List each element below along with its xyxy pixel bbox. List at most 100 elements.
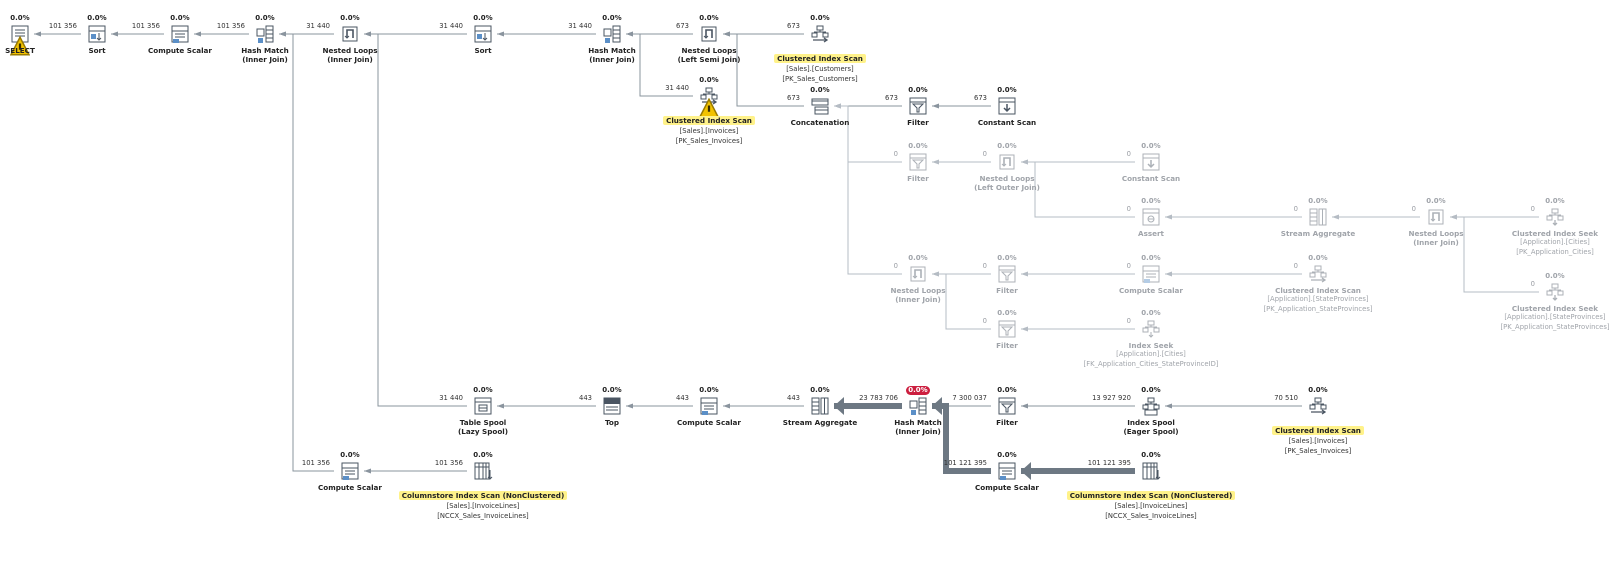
- operator-name: Stream Aggregate: [1280, 229, 1356, 238]
- operator-cost: 0.0%: [1141, 254, 1161, 262]
- filter-icon: [997, 264, 1017, 284]
- operator-label: SELECT: [0, 46, 130, 55]
- operator-name: Sort: [88, 46, 106, 55]
- edge-row-count: 70 510: [1274, 394, 1298, 402]
- operator-cost: 0.0%: [908, 142, 928, 150]
- operator-name: Clustered Index Scan: [1272, 426, 1364, 435]
- operator-name: Sort: [474, 46, 492, 55]
- edge-row-count: 0: [1126, 317, 1131, 325]
- edge-row-count: 101 356: [131, 22, 160, 30]
- assert-icon: [1141, 207, 1161, 227]
- edge-row-count: 101 356: [301, 459, 330, 467]
- operator-label: Stream Aggregate: [710, 418, 930, 427]
- operator-cost: 0.0%: [1426, 197, 1446, 205]
- edge-row-count: 0: [1126, 262, 1131, 270]
- plan-edge[interactable]: [834, 103, 902, 275]
- edge-row-count: 7 300 037: [952, 394, 987, 402]
- operator-label: Assert: [1041, 229, 1261, 238]
- operator-cost: 0.0%: [340, 451, 360, 459]
- sort-icon: [87, 24, 107, 44]
- compute-scalar-icon: [699, 396, 719, 416]
- operator-label: Filter: [897, 341, 1117, 350]
- operator-label: Filter: [897, 286, 1117, 295]
- operator-label: Clustered Index Scan[Sales].[Customers][…: [710, 46, 930, 84]
- operator-cost: 0.0%: [1141, 386, 1161, 394]
- operator-label: Nested Loops(Inner Join): [240, 46, 460, 64]
- operator-cost: 0.0%: [1545, 197, 1565, 205]
- operator-label: Columnstore Index Scan (NonClustered)[Sa…: [373, 483, 593, 521]
- operator-index-name: [PK_Application_StateProvinces]: [1500, 322, 1610, 331]
- operator-name: Filter: [996, 418, 1018, 427]
- operator-object-name: [Sales].[Invoices]: [1288, 437, 1348, 445]
- warning-icon: [699, 98, 719, 118]
- edge-row-count: 673: [787, 22, 800, 30]
- operator-index-name: [PK_Application_Cities]: [1516, 247, 1594, 256]
- edge-row-count: 0: [982, 262, 987, 270]
- operator-name: Filter: [996, 341, 1018, 350]
- operator-cost: 0.0%: [87, 14, 107, 22]
- operator-label: Filter: [808, 174, 1028, 183]
- operator-cost: 0.0%: [170, 14, 190, 22]
- compute-scalar-icon: [997, 461, 1017, 481]
- operator-cost: 0.0%: [810, 86, 830, 94]
- operator-label: Hash Match(Inner Join): [502, 46, 722, 64]
- filter-icon: [908, 96, 928, 116]
- operator-name: Nested Loops: [681, 46, 737, 55]
- operator-cost: 0.0%: [997, 309, 1017, 317]
- operator-label: Concatenation: [710, 118, 930, 127]
- operator-name: Hash Match: [241, 46, 289, 55]
- operator-subtype: (Inner Join): [895, 427, 941, 436]
- edge-row-count: 0: [893, 262, 898, 270]
- compute-scalar-icon: [340, 461, 360, 481]
- operator-cost: 0.0%: [997, 254, 1017, 262]
- warning-icon: [10, 36, 30, 56]
- operator-name: Compute Scalar: [1119, 286, 1183, 295]
- plan-edge[interactable]: [834, 103, 902, 163]
- operator-object-name: [Sales].[InvoiceLines]: [1114, 502, 1188, 510]
- operator-cost: 0.0%: [997, 142, 1017, 150]
- plan-edge[interactable]: [723, 31, 804, 107]
- operator-cost: 0.0%: [908, 254, 928, 262]
- edge-row-count: 0: [982, 317, 987, 325]
- operator-name: Nested Loops: [322, 46, 378, 55]
- edge-row-count: 31 440: [665, 84, 689, 92]
- clustered-index-scan-icon: [1308, 264, 1328, 284]
- plan-edge[interactable]: [1450, 214, 1539, 293]
- operator-cost: 0.0%: [1308, 386, 1328, 394]
- index-spool-icon: [1141, 396, 1161, 416]
- columnstore-index-scan-icon: [473, 461, 493, 481]
- operator-name: Clustered Index Seek: [1511, 304, 1599, 313]
- operator-object-name: [Application].[Cities]: [1116, 350, 1186, 358]
- operator-label: Sort: [373, 46, 593, 55]
- operator-subtype: (Inner Join): [327, 55, 373, 64]
- operator-cost: 0.0%: [699, 76, 719, 84]
- operator-name: SELECT: [5, 46, 35, 55]
- edge-row-count: 101 356: [48, 22, 77, 30]
- plan-edge-arrowhead: [932, 397, 942, 415]
- select-icon: [10, 24, 30, 56]
- plan-edge[interactable]: [364, 31, 467, 407]
- clustered-index-seek-icon: [1545, 207, 1565, 227]
- operator-label: Compute Scalar: [240, 483, 460, 492]
- operator-cost: 0.0%: [1545, 272, 1565, 280]
- plan-edge[interactable]: [279, 31, 334, 472]
- plan-edge[interactable]: [1021, 159, 1135, 218]
- operator-label: Hash Match(Inner Join): [808, 418, 1028, 436]
- stream-aggregate-icon: [810, 396, 830, 416]
- operator-name: Columnstore Index Scan (NonClustered): [398, 491, 568, 500]
- edge-row-count: 0: [982, 150, 987, 158]
- operator-name: Filter: [907, 118, 929, 127]
- plan-edge[interactable]: [932, 271, 991, 330]
- plan-edge[interactable]: [626, 31, 693, 97]
- operator-cost: 0.0%: [1141, 309, 1161, 317]
- edge-row-count: 31 440: [439, 22, 463, 30]
- operator-name: Columnstore Index Scan (NonClustered): [1066, 491, 1236, 500]
- operator-object-name: [Application].[Cities]: [1520, 238, 1590, 246]
- operator-name: Clustered Index Seek: [1511, 229, 1599, 238]
- operator-subtype: (Eager Spool): [1123, 427, 1179, 436]
- operator-label: Hash Match (Inner Join): [155, 46, 375, 64]
- operator-name: Clustered Index Scan: [663, 116, 755, 125]
- operator-subtype: (Left Outer Join): [974, 183, 1040, 192]
- operator-label: Clustered Index Seek[Application].[State…: [1445, 304, 1620, 332]
